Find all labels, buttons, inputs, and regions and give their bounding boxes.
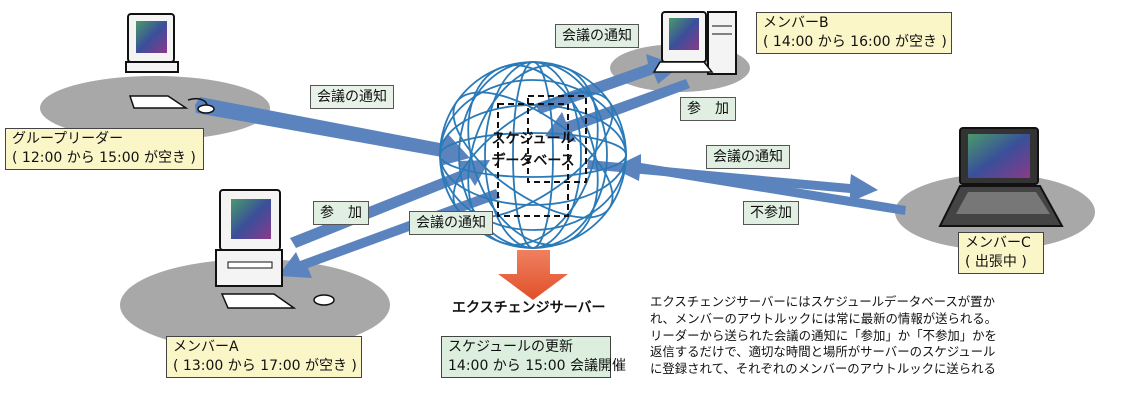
description-line-2: れ、メンバーのアウトルックには常に最新の情報が送られる。	[650, 310, 998, 326]
label-leader-notice: 会議の通知	[310, 85, 394, 109]
member-c-status: ( 出張中 )	[965, 254, 1027, 270]
label-b-attend: 参 加	[680, 97, 736, 121]
arrow-leader-to-server	[195, 97, 470, 166]
member-c-name: メンバーC	[965, 235, 1031, 251]
label-a-attend: 参 加	[313, 201, 369, 225]
arrow-c-to-server	[612, 154, 906, 215]
description-text: エクスチェンジサーバーにはスケジュールデータベースが置か れ、メンバーのアウトル…	[650, 294, 997, 378]
server-label: エクスチェンジサーバー	[452, 300, 606, 316]
member-a-status: ( 13:00 から 17:00 が空き )	[173, 358, 357, 374]
database-label-line2: データベース	[491, 153, 575, 169]
member-b-status: ( 14:00 から 16:00 が空き )	[763, 34, 947, 50]
member-c-box: メンバーC ( 出張中 )	[958, 232, 1044, 274]
leader-computer-icon	[125, 13, 215, 114]
label-c-notice: 会議の通知	[706, 145, 790, 169]
leader-name: グループリーダー	[12, 131, 124, 147]
arrow-b-to-server	[545, 79, 690, 142]
database-globe	[439, 61, 627, 249]
database-dashed-boxes	[497, 95, 587, 217]
member-a-box: メンバーA ( 13:00 から 17:00 が空き )	[166, 336, 362, 378]
database-label-line1: スケジュール	[491, 131, 575, 147]
description-line-3: リーダーから送られた会議の通知に「参加」か「不参加」かを	[650, 327, 997, 343]
schedule-update-detail: 14:00 から 15:00 会議開催	[448, 358, 627, 374]
database-label: スケジュール データベース	[488, 128, 578, 172]
arrow-a-to-server	[290, 160, 490, 248]
leader-status: ( 12:00 から 15:00 が空き )	[12, 150, 196, 166]
schedule-update-box: スケジュールの更新 14:00 から 15:00 会議開催	[441, 336, 627, 378]
label-b-notice: 会議の通知	[555, 24, 639, 48]
member-b-box: メンバーB ( 14:00 から 16:00 が空き )	[756, 12, 952, 54]
label-c-decline: 不参加	[743, 201, 799, 225]
member-a-name: メンバーA	[173, 339, 239, 355]
description-line-5: に登録されて、それぞれのメンバーのアウトルックに送られる	[650, 361, 996, 377]
description-line-1: エクスチェンジサーバーにはスケジュールデータベースが置か	[650, 294, 995, 309]
member-c-laptop-icon	[938, 127, 1064, 227]
member-b-computer-icon	[652, 11, 737, 75]
schedule-update-title: スケジュールの更新	[448, 339, 574, 355]
server-down-arrow	[498, 250, 568, 300]
member-a-computer-icon	[215, 189, 335, 309]
member-b-name: メンバーB	[763, 15, 829, 31]
label-a-notice: 会議の通知	[409, 211, 493, 235]
description-line-4: 返信するだけで、適切な時間と場所がサーバーのスケジュール	[650, 344, 996, 360]
leader-box: グループリーダー ( 12:00 から 15:00 が空き )	[5, 128, 204, 170]
